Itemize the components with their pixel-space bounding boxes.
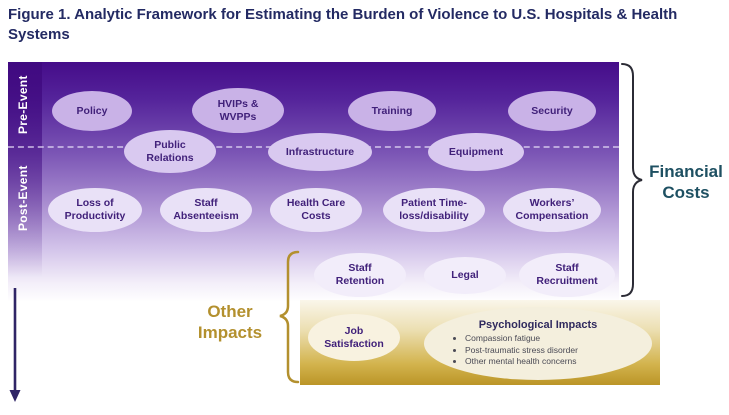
ellipse-security: Security [508,91,596,131]
financial-costs-brace-icon [621,63,643,297]
ellipse-loss-of-productivity: Loss of Productivity [48,188,142,232]
psychological-impacts-list: Compassion fatigue Post-traumatic stress… [465,333,629,367]
other-impacts-brace-icon [279,250,300,384]
ellipse-patient-time-loss: Patient Time-loss/disability [383,188,485,232]
ellipse-staff-retention: Staff Retention [314,253,406,297]
ellipse-staff-absenteeism: Staff Absenteeism [160,188,252,232]
pre-event-axis-label: Pre-Event [16,75,30,135]
ellipse-job-satisfaction: Job Satisfaction [308,314,400,361]
left-edge-shade [8,62,42,277]
ellipse-hvips-wvpps: HVIPs & WVPPs [192,88,284,133]
ellipse-staff-recruitment: Staff Recruitment [519,253,615,297]
other-impacts-label: Other Impacts [197,302,263,343]
ellipse-health-care-costs: Health Care Costs [270,188,362,232]
list-item: Post-traumatic stress disorder [465,345,629,356]
ellipse-psychological-impacts: Psychological Impacts Compassion fatigue… [424,307,652,380]
ellipse-public-relations: Public Relations [124,130,216,173]
list-item: Compassion fatigue [465,333,629,344]
ellipse-training: Training [348,91,436,131]
down-arrow-icon [9,288,21,402]
ellipse-infrastructure: Infrastructure [268,133,372,171]
ellipse-legal: Legal [424,257,506,294]
financial-costs-label: Financial Costs [649,162,723,203]
ellipse-workers-compensation: Workers’ Compensation [503,188,601,232]
psychological-impacts-content: Psychological Impacts Compassion fatigue… [447,319,629,367]
ellipse-policy: Policy [52,91,132,131]
ellipse-equipment: Equipment [428,133,524,171]
figure-title: Figure 1. Analytic Framework for Estimat… [8,6,678,43]
post-event-axis-label: Post-Event [16,165,30,231]
list-item: Other mental health concerns [465,356,629,367]
psychological-impacts-title: Psychological Impacts [478,319,598,332]
